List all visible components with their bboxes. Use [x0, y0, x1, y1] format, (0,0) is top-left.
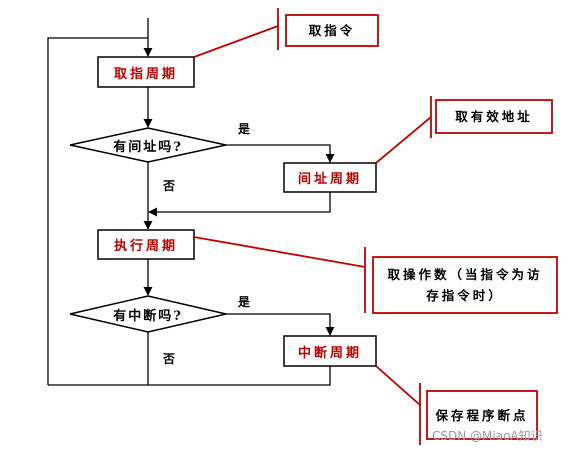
callout-exec-text: 取操作数（当指令为访存指令时） [387, 267, 543, 303]
callout-addr-text: 取有效地址 [455, 109, 533, 124]
branch-yes-label: 是 [237, 121, 250, 136]
indirect-return-arrow [148, 192, 331, 217]
interrupt-cycle-label: 中断周期 [297, 345, 362, 361]
callout-box-addr [435, 99, 553, 134]
branch-no-label: 否 [162, 178, 175, 193]
fetch-cycle-box [97, 56, 195, 88]
exec-cycle-box [97, 229, 195, 260]
interrupt-return-line [48, 366, 331, 386]
callout-leader-fetch [193, 25, 279, 58]
callout-leader-addr [375, 116, 432, 164]
yes-to-interrupt-arrow [226, 313, 335, 336]
interrupt-cycle-box [283, 335, 377, 367]
loop-back-line [47, 37, 148, 385]
watermark: CSDN @MiaoA知识 [432, 428, 543, 443]
callout-box-fetch [285, 14, 379, 47]
callout-box-exec [372, 256, 558, 314]
branch-no-label: 否 [162, 351, 175, 366]
interrupt-question-label: 有中断吗? [113, 308, 183, 324]
callout-box-save [426, 390, 538, 440]
callout-leader-save [375, 365, 421, 406]
fetch-cycle-label: 取指周期 [113, 66, 178, 82]
branch-yes-label: 是 [237, 294, 250, 309]
indirect-question-label: 有间址吗? [113, 139, 183, 155]
exec-cycle-label: 执行周期 [113, 239, 178, 254]
callout-leader-exec [193, 236, 366, 268]
indirect-cycle-label: 间址周期 [297, 172, 362, 187]
yes-to-indirect-arrow [226, 144, 335, 163]
callout-fetch-text: 取指令 [308, 23, 356, 38]
callout-save-text: 保存程序断点 [435, 407, 529, 423]
